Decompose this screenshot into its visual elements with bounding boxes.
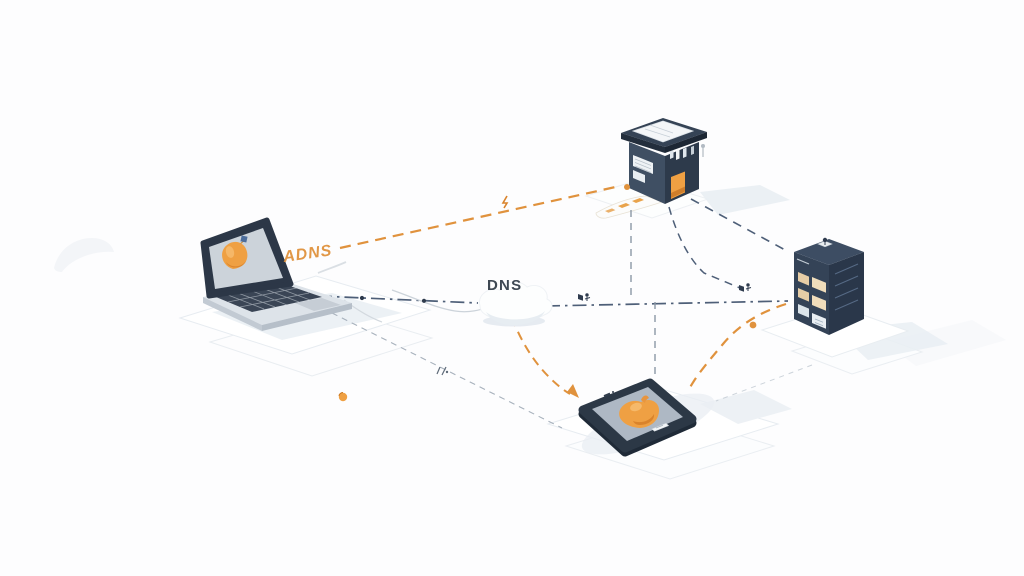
connection-building-junction bbox=[668, 206, 741, 289]
dns-label: DNS bbox=[487, 277, 522, 294]
phone-button-pill bbox=[651, 423, 670, 432]
server-vent-lines bbox=[834, 263, 859, 311]
phone-side-shadow bbox=[700, 390, 792, 424]
cloud-body bbox=[479, 281, 553, 321]
smartphone bbox=[578, 378, 697, 457]
orange-snail-dot bbox=[338, 392, 348, 402]
route-dot bbox=[359, 295, 365, 301]
building-roof-panel bbox=[631, 120, 695, 143]
building-roof-panel-lines bbox=[644, 124, 674, 138]
laptop-base-front bbox=[203, 297, 262, 331]
orange-bolt-tick bbox=[501, 195, 509, 209]
overlay-layer: DNS ADNS bbox=[281, 144, 757, 402]
phone-screen-header-marks bbox=[603, 391, 614, 397]
building-roof-edge-right bbox=[665, 132, 707, 153]
arrow-stripe-2 bbox=[632, 198, 644, 203]
arrow-object-body bbox=[595, 195, 664, 219]
balloon-icon bbox=[222, 235, 248, 269]
scribble-text: ADNS bbox=[281, 242, 333, 266]
server-top bbox=[794, 239, 864, 265]
route-dot bbox=[421, 298, 427, 303]
building-door-base bbox=[671, 186, 685, 198]
laptop bbox=[200, 217, 352, 331]
connection-platforms-faint bbox=[715, 364, 813, 402]
cloud-underside bbox=[486, 311, 545, 325]
orange-node-dot-server bbox=[749, 321, 757, 329]
connection-laptop-building bbox=[339, 184, 621, 250]
server-rack bbox=[794, 237, 864, 335]
building-sign bbox=[633, 155, 653, 174]
building-shadow bbox=[700, 185, 790, 215]
connection-cloud-phone bbox=[511, 317, 571, 395]
balloon-shade bbox=[226, 261, 246, 268]
swoosh-under-scribble bbox=[317, 261, 347, 274]
packet-icon-small bbox=[436, 366, 449, 376]
striped-arrow-object bbox=[595, 195, 664, 219]
flame-icon bbox=[619, 395, 659, 428]
flame-shade bbox=[633, 414, 655, 425]
server-card bbox=[798, 272, 809, 286]
arrowhead-cloud-phone bbox=[567, 384, 579, 398]
antenna-icon bbox=[701, 144, 705, 157]
connection-server-phone bbox=[687, 302, 787, 392]
server-cards bbox=[798, 272, 826, 329]
server-card bbox=[812, 277, 826, 293]
keyboard-key-lines bbox=[227, 285, 311, 310]
orange-node-dot-building bbox=[624, 184, 630, 190]
arrow-stripe-1 bbox=[618, 203, 630, 208]
registry-building bbox=[621, 118, 707, 204]
dns-cloud bbox=[479, 281, 553, 327]
balloon-blue-square bbox=[240, 235, 248, 243]
balloon-highlight bbox=[225, 246, 235, 258]
server-card bbox=[798, 288, 809, 302]
flame-tip bbox=[641, 395, 649, 403]
laptop-base-right bbox=[262, 303, 352, 331]
connection-laptop-cloud bbox=[317, 295, 479, 304]
connection-building-server bbox=[690, 198, 788, 252]
arrow-stripe-3 bbox=[605, 208, 616, 213]
building-sign-small bbox=[633, 170, 645, 183]
server-card-lines bbox=[814, 318, 824, 327]
laptop-trackpad bbox=[295, 298, 341, 311]
building-sign-lines bbox=[634, 158, 652, 173]
server-card bbox=[812, 295, 826, 311]
packet-icon bbox=[739, 283, 752, 292]
building-roof-edge-left bbox=[621, 133, 665, 153]
connection-cloud-server bbox=[545, 300, 789, 307]
connection-laptop-phone bbox=[331, 312, 563, 429]
connections-layer bbox=[317, 184, 813, 429]
building-window-ticks bbox=[670, 145, 694, 160]
server-label-line bbox=[796, 258, 810, 265]
faint-swish-left bbox=[54, 238, 114, 272]
server-top-object bbox=[817, 237, 833, 248]
packet-icon bbox=[578, 293, 591, 301]
server-card bbox=[798, 304, 809, 318]
flame-highlight bbox=[630, 402, 642, 412]
